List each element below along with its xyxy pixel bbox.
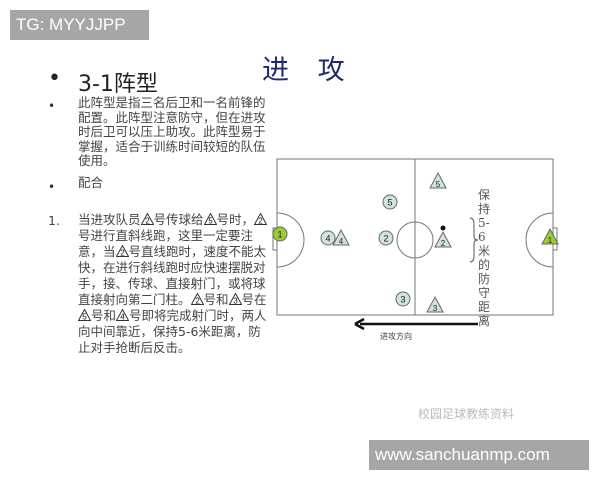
attacker-number: 2 — [383, 234, 388, 244]
watermark-top: TG: MYYJJPP — [10, 10, 149, 40]
paragraph-text: 号和 — [91, 308, 117, 323]
player-triangle-icon: 2 — [190, 293, 204, 306]
tri-number: 2 — [145, 217, 150, 226]
list-number: 1. — [48, 213, 60, 228]
right-penalty-arc — [525, 212, 554, 268]
player-triangle-icon: 5 — [203, 213, 217, 226]
paragraph-text: 号进行直斜线跑，这里一定要注意，当 — [78, 228, 254, 259]
defender-4 — [332, 228, 350, 246]
watermark-logo: 校园足球教练资料 — [418, 407, 515, 421]
bullet-text: 配合 — [78, 175, 104, 190]
tri-number: 4 — [120, 313, 125, 322]
paragraph-text: 号和 — [203, 292, 229, 307]
defender-5 — [429, 171, 447, 189]
tri-number: 2 — [258, 217, 263, 226]
tri-number: 5 — [208, 217, 213, 226]
player-triangle-icon: 2 — [140, 213, 154, 226]
paragraph-text: 号直线跑时，速度不能太快，在进行斜线跑时应快速摆脱对手，接、传球、直接射门，或将… — [78, 244, 267, 307]
attacker-2 — [378, 230, 394, 246]
defender-number: 2 — [441, 239, 446, 248]
tri-number: 3 — [233, 297, 238, 306]
attacker-3 — [395, 291, 411, 307]
distance-note: 保持5-6米的防守距离 — [478, 188, 491, 328]
brace — [469, 217, 479, 263]
paragraph-text: 号即将完成射门时，两人向中间靠近，保持5-6米距离，防止对手抢断后反击。 — [78, 308, 267, 355]
defender-3 — [426, 295, 444, 313]
center-circle — [396, 221, 434, 259]
defender-number: 1 — [548, 236, 553, 245]
player-triangle-icon: 5 — [78, 309, 91, 321]
slide-title: 进 攻 — [262, 55, 355, 86]
heading-text: 3-1阵型 — [78, 72, 158, 97]
player-triangle-icon: 2 — [115, 245, 129, 258]
defender-number: 5 — [436, 180, 441, 189]
watermark-bottom: www.sanchuanmp.com — [369, 440, 589, 470]
tri-number: 2 — [120, 249, 125, 258]
defender-2 — [434, 230, 452, 248]
bullet-text: 此阵型是指三名后卫和一名前锋的配置。此阵型注意防守，但在进攻时后卫可以压上助攻。… — [78, 95, 266, 168]
paragraph-text: 号在 — [241, 292, 267, 307]
left-penalty-arc — [276, 212, 305, 268]
direction-label: 进攻方向 — [380, 332, 412, 341]
attacker-number: 5 — [387, 198, 392, 208]
attacker-4 — [320, 230, 336, 246]
attacker-1 — [272, 226, 288, 242]
player-triangle-icon: 2 — [254, 213, 268, 226]
tri-number: 2 — [195, 297, 200, 306]
defender-number: 4 — [339, 237, 344, 246]
attacker-number: 4 — [325, 234, 330, 244]
defender-1 — [541, 227, 559, 245]
bullet: • — [48, 180, 56, 194]
paragraph-text: 当进攻队员 — [78, 212, 141, 227]
bullet: • — [48, 66, 61, 91]
ball — [440, 225, 446, 231]
player-triangle-icon: 4 — [116, 309, 130, 322]
attacker-5 — [382, 194, 398, 210]
paragraph-text: 号时， — [216, 212, 255, 227]
arrow-head — [354, 317, 365, 331]
paragraph-text: 号传球给 — [153, 212, 204, 227]
bullet: • — [48, 99, 56, 113]
attacker-number: 3 — [400, 295, 405, 305]
attacker-number: 1 — [277, 230, 282, 240]
tri-number: 5 — [82, 313, 87, 322]
player-triangle-icon: 3 — [228, 293, 242, 306]
defender-number: 3 — [433, 304, 438, 313]
